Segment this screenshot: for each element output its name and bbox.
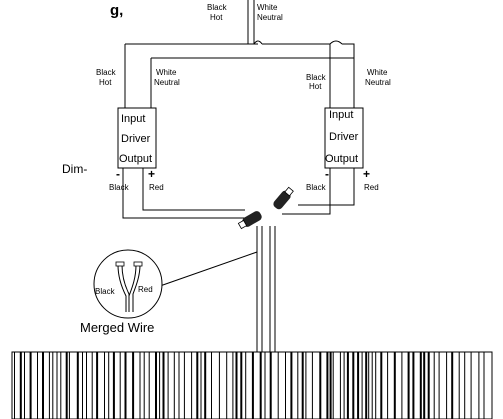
right-neg-label: Black <box>306 183 327 192</box>
left-hot-label-1: Black <box>96 68 117 77</box>
right-neg-sign: - <box>325 167 329 181</box>
right-hot-label-2: Hot <box>309 82 322 91</box>
right-pos-label: Red <box>364 183 379 192</box>
right-driver-box: Input Driver Output <box>324 107 364 169</box>
merged-wire-inset: Black Red <box>93 249 163 319</box>
left-driver-driver: Driver <box>121 133 151 145</box>
title-fragment: g, <box>110 2 123 19</box>
callout-line <box>159 251 258 287</box>
wire-nut-icons <box>237 186 294 230</box>
right-driver-input: Input <box>329 109 353 121</box>
led-strip <box>11 351 493 419</box>
left-hot-label-2: Hot <box>99 78 112 87</box>
output-wires <box>122 168 355 219</box>
left-pos-sign: + <box>148 167 155 181</box>
supply-neutral-label-2: Neutral <box>257 13 283 22</box>
right-neutral-label-2: Neutral <box>365 78 391 87</box>
supply-neutral-label-1: White <box>257 3 278 12</box>
supply-hot-label-2: Hot <box>210 13 223 22</box>
left-neutral-label-2: Neutral <box>154 78 180 87</box>
supply-hot-label-1: Black <box>207 3 228 12</box>
dim-label: Dim- <box>62 162 87 176</box>
right-hot-label-1: Black <box>306 73 327 82</box>
right-driver-driver: Driver <box>329 131 359 143</box>
right-driver-output: Output <box>325 153 358 165</box>
left-driver-box: Input Driver Output <box>117 107 157 169</box>
supply-wires <box>124 0 355 108</box>
left-driver-output: Output <box>119 153 152 165</box>
inset-red-label: Red <box>138 285 153 294</box>
left-neg-label: Black <box>109 183 130 192</box>
left-pos-label: Red <box>149 183 164 192</box>
left-driver-input: Input <box>121 113 145 125</box>
right-pos-sign: + <box>363 167 370 181</box>
right-neutral-label-1: White <box>367 68 388 77</box>
left-neg-sign: - <box>116 167 120 181</box>
inset-black-label: Black <box>95 287 116 296</box>
merged-wire <box>256 226 276 352</box>
left-neutral-label-1: White <box>156 68 177 77</box>
merged-wire-caption: Merged Wire <box>80 320 154 335</box>
